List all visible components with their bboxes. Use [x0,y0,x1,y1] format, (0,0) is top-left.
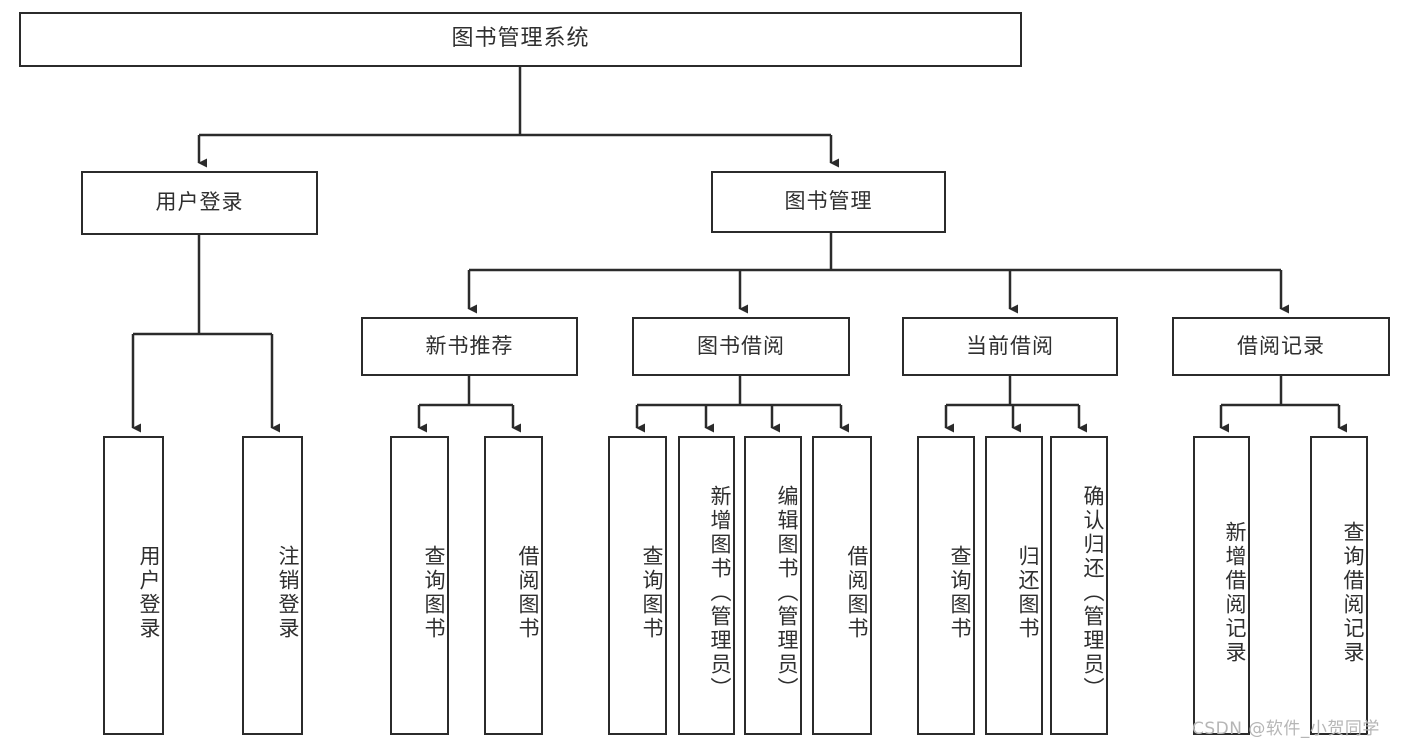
leaf-book-borrow-borrow-books[interactable]: 借阅图书 [812,436,872,735]
node-label: 当前借阅 [966,333,1054,358]
node-label: 用户登录 [155,190,244,215]
node-label: 新增图书（管理员） [708,484,732,701]
node-label: 编辑图书（管理员） [775,484,799,701]
node-label: 图书管理 [784,189,873,214]
node-label: 确认归还（管理员） [1081,484,1105,701]
leaf-book-borrow-query-books[interactable]: 查询图书 [608,436,667,735]
node-book-borrowing[interactable]: 图书借阅 [632,317,850,376]
node-borrowing-record[interactable]: 借阅记录 [1172,317,1390,376]
node-label: 借阅记录 [1237,333,1325,358]
node-label: 图书管理系统 [451,26,590,52]
node-user-login[interactable]: 用户登录 [81,171,318,235]
node-label: 借阅图书 [845,544,869,641]
leaf-user-login-sign-in[interactable]: 用户登录 [103,436,164,735]
node-label: 图书借阅 [697,333,785,358]
leaf-user-login-sign-out[interactable]: 注销登录 [242,436,303,735]
leaf-new-book-query-books[interactable]: 查询图书 [390,436,449,735]
leaf-current-borrow-query-books[interactable]: 查询图书 [917,436,975,735]
node-label: 新增借阅记录 [1223,520,1247,665]
node-new-book-recommendation[interactable]: 新书推荐 [361,317,578,376]
node-current-borrowing[interactable]: 当前借阅 [902,317,1118,376]
node-book-management[interactable]: 图书管理 [711,171,946,233]
csdn-watermark: CSDN @软件_小贺同学 [1192,719,1380,739]
node-root-book-management-system[interactable]: 图书管理系统 [19,12,1022,67]
node-label: 用户登录 [137,544,161,641]
node-label: 查询图书 [422,544,446,641]
node-label: 新书推荐 [425,333,514,358]
leaf-book-borrow-add-book-admin[interactable]: 新增图书（管理员） [678,436,735,735]
node-label: 查询图书 [640,544,664,641]
leaf-current-borrow-confirm-return-admin[interactable]: 确认归还（管理员） [1050,436,1108,735]
leaf-book-borrow-edit-book-admin[interactable]: 编辑图书（管理员） [744,436,802,735]
node-label: 借阅图书 [516,544,540,641]
node-label: 查询借阅记录 [1341,520,1365,665]
node-label: 归还图书 [1016,544,1040,641]
leaf-borrow-record-query-record[interactable]: 查询借阅记录 [1310,436,1368,735]
node-label: 查询图书 [948,544,972,641]
leaf-current-borrow-return-books[interactable]: 归还图书 [985,436,1043,735]
node-label: 注销登录 [276,544,300,641]
leaf-new-book-borrow-books[interactable]: 借阅图书 [484,436,543,735]
leaf-borrow-record-add-record[interactable]: 新增借阅记录 [1193,436,1250,735]
